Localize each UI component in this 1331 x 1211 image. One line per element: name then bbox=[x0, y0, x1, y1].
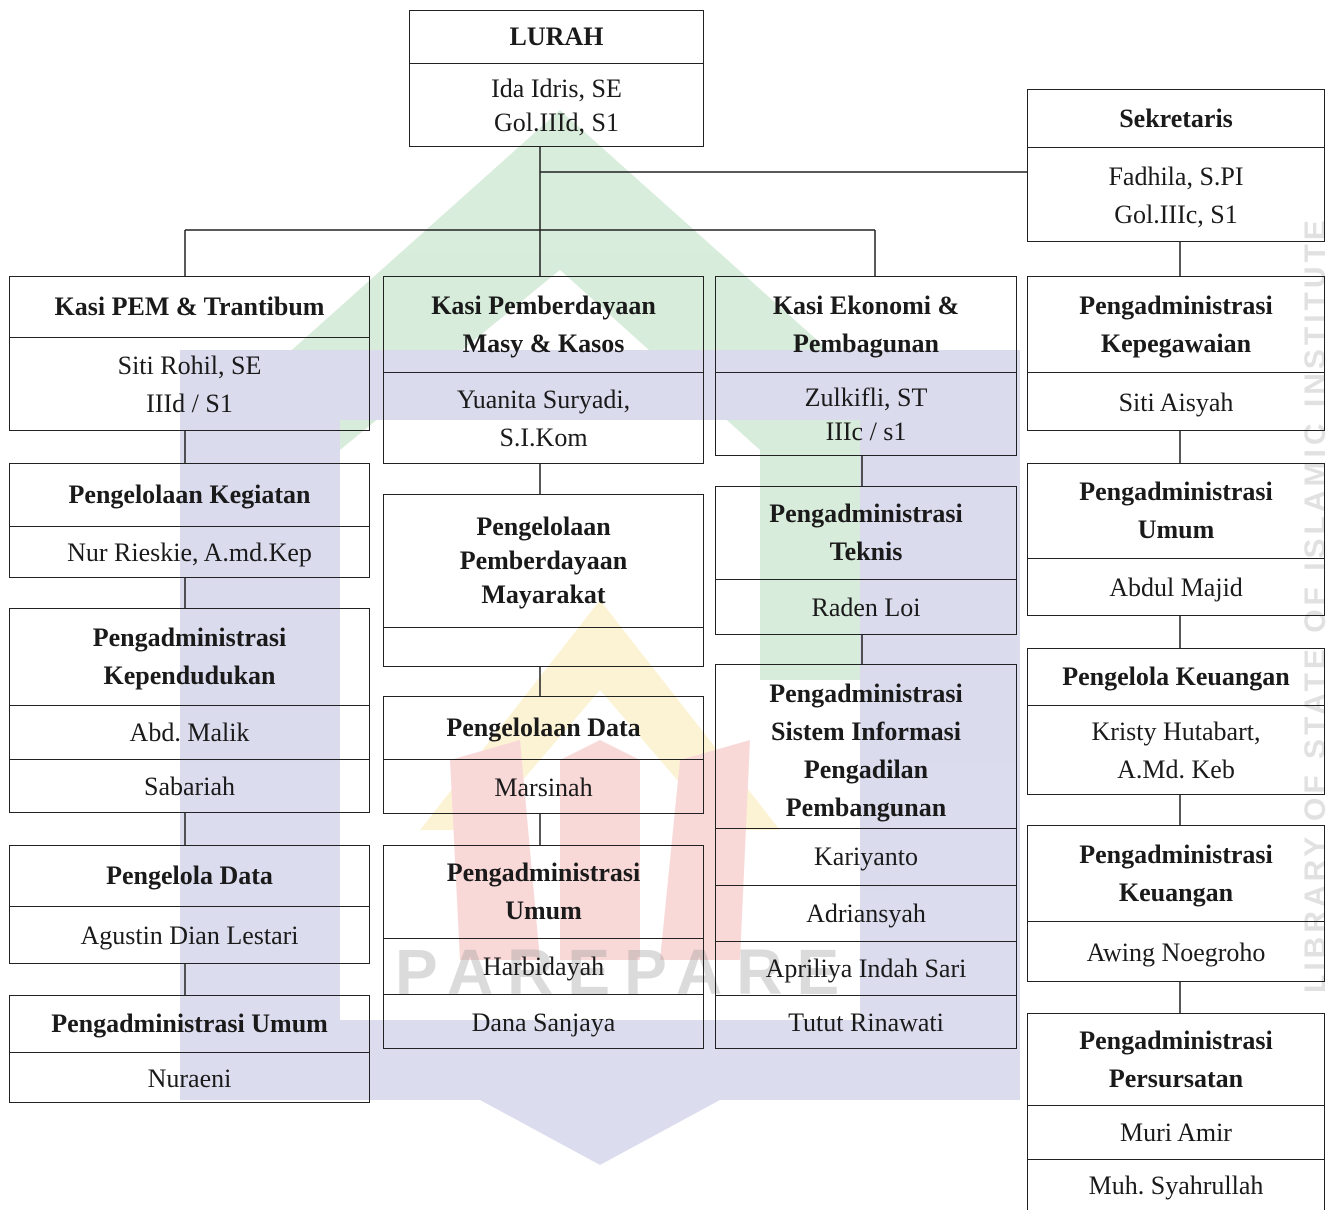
col4-persursatan-title-2: Persursatan bbox=[1108, 1063, 1244, 1093]
col4-kepegawaian-box: Pengadministrasi Kepegawaian Siti Aisyah bbox=[1027, 276, 1325, 431]
col2-kasi-box: Kasi Pemberdayaan Masy & Kasos Yuanita S… bbox=[383, 276, 704, 464]
col4-keuangan-name-2: A.Md. Keb bbox=[1117, 755, 1235, 784]
col2-umum-name-2: Dana Sanjaya bbox=[384, 994, 703, 1050]
col2-data-name: Marsinah bbox=[384, 759, 703, 815]
col1-data-box: Pengelola Data Agustin Dian Lestari bbox=[9, 845, 370, 964]
col2-umum-title-2: Umum bbox=[505, 896, 582, 925]
col4-adm-keuangan-title-1: Pengadministrasi bbox=[1079, 839, 1273, 869]
col1-kependudukan-name-2: Sabariah bbox=[10, 759, 369, 814]
col4-kepegawaian-name: Siti Aisyah bbox=[1028, 372, 1324, 432]
col4-adm-keuangan-box: Pengadministrasi Keuangan Awing Noegroho bbox=[1027, 825, 1325, 982]
col4-adm-keuangan-title-2: Keuangan bbox=[1118, 877, 1234, 907]
col3-teknis-title-2: Teknis bbox=[829, 537, 903, 566]
sekretaris-title: Sekretaris bbox=[1119, 103, 1233, 133]
col1-umum-box: Pengadministrasi Umum Nuraeni bbox=[9, 995, 370, 1103]
col2-pemberdayaan-title-3: Mayarakat bbox=[481, 580, 606, 609]
col3-sistem-title-2: Sistem Informasi bbox=[771, 717, 961, 746]
col4-persursatan-box: Pengadministrasi Persursatan Muri Amir M… bbox=[1027, 1013, 1325, 1210]
col1-kependudukan-name-1: Abd. Malik bbox=[10, 705, 369, 759]
col2-data-title: Pengelolaan Data bbox=[446, 713, 641, 742]
col3-kasi-name: Zulkifli, ST bbox=[804, 383, 928, 412]
col3-sistem-title-4: Pembangunan bbox=[785, 793, 947, 822]
lurah-name: Ida Idris, SE bbox=[491, 74, 622, 103]
col1-umum-name: Nuraeni bbox=[10, 1052, 369, 1104]
col3-sistem-name-2: Adriansyah bbox=[716, 885, 1016, 941]
col3-sistem-name-4: Tutut Rinawati bbox=[716, 995, 1016, 1050]
col2-kasi-title-2: Masy & Kasos bbox=[462, 328, 625, 358]
col3-sistem-name-1: Kariyanto bbox=[716, 828, 1016, 885]
col2-data-box: Pengelolaan Data Marsinah bbox=[383, 696, 704, 814]
lurah-rank: Gol.IIId, S1 bbox=[494, 108, 619, 137]
col1-kasi-name: Siti Rohil, SE bbox=[117, 351, 262, 380]
col1-umum-title: Pengadministrasi Umum bbox=[51, 1009, 328, 1038]
col3-sistem-title-3: Pengadilan bbox=[803, 755, 929, 784]
col4-keuangan-title: Pengelola Keuangan bbox=[1062, 662, 1290, 691]
col2-umum-box: Pengadministrasi Umum Harbidayah Dana Sa… bbox=[383, 845, 704, 1049]
sekretaris-rank: Gol.IIIc, S1 bbox=[1114, 199, 1238, 229]
col2-pemberdayaan-title-1: Pengelolaan bbox=[476, 512, 611, 541]
watermark-word: PAREPARE bbox=[395, 936, 854, 1008]
col3-kasi-rank: IIIc / s1 bbox=[825, 417, 907, 446]
col1-kasi-title: Kasi PEM & Trantibum bbox=[54, 292, 325, 321]
col4-umum-name: Abdul Majid bbox=[1028, 558, 1324, 617]
col3-sistem-box: Pengadministrasi Sistem Informasi Pengad… bbox=[715, 664, 1017, 1049]
sekretaris-box: Sekretaris Fadhila, S.PI Gol.IIIc, S1 bbox=[1027, 89, 1325, 242]
col2-pemberdayaan-name bbox=[384, 627, 703, 668]
col1-kependudukan-title-1: Pengadministrasi bbox=[92, 623, 287, 652]
col3-teknis-name: Raden Loi bbox=[716, 579, 1016, 636]
col1-kegiatan-title: Pengelolaan Kegiatan bbox=[68, 480, 311, 509]
watermark-dome bbox=[180, 110, 940, 690]
col3-sistem-name-3: Apriliya Indah Sari bbox=[716, 941, 1016, 995]
col3-kasi-title-1: Kasi Ekonomi & bbox=[772, 290, 960, 320]
col3-sistem-title-1: Pengadministrasi bbox=[769, 679, 963, 708]
col2-kasi-name-1: Yuanita Suryadi, bbox=[456, 385, 631, 414]
col4-umum-box: Pengadministrasi Umum Abdul Majid bbox=[1027, 463, 1325, 616]
col1-kasi-rank: IIId / S1 bbox=[146, 389, 233, 418]
col1-kependudukan-title-2: Kependudukan bbox=[103, 661, 276, 690]
col3-teknis-title-1: Pengadministrasi bbox=[769, 499, 963, 528]
col1-data-title: Pengelola Data bbox=[106, 861, 273, 890]
col2-kasi-title-1: Kasi Pemberdayaan bbox=[431, 290, 656, 320]
col4-kepegawaian-title-2: Kepegawaian bbox=[1100, 328, 1252, 358]
lurah-box: LURAH Ida Idris, SE Gol.IIId, S1 bbox=[409, 10, 704, 147]
col2-umum-name-1: Harbidayah bbox=[384, 938, 703, 994]
col2-kasi-name-2: S.I.Kom bbox=[499, 423, 588, 452]
watermark-book bbox=[450, 740, 750, 960]
col3-kasi-box: Kasi Ekonomi & Pembagunan Zulkifli, ST I… bbox=[715, 276, 1017, 456]
col2-pemberdayaan-title-2: Pemberdayaan bbox=[459, 546, 628, 575]
col4-persursatan-title-1: Pengadministrasi bbox=[1079, 1025, 1273, 1055]
watermark-chevron bbox=[420, 600, 780, 830]
col4-umum-title-1: Pengadministrasi bbox=[1079, 477, 1273, 506]
col2-pemberdayaan-box: Pengelolaan Pemberdayaan Mayarakat bbox=[383, 494, 704, 667]
col3-teknis-box: Pengadministrasi Teknis Raden Loi bbox=[715, 486, 1017, 635]
col4-kepegawaian-title-1: Pengadministrasi bbox=[1079, 290, 1273, 320]
col4-persursatan-name-1: Muri Amir bbox=[1028, 1105, 1324, 1159]
lurah-title: LURAH bbox=[509, 22, 604, 51]
col4-keuangan-name-1: Kristy Hutabart, bbox=[1091, 717, 1261, 746]
col4-adm-keuangan-name: Awing Noegroho bbox=[1028, 921, 1324, 983]
col4-keuangan-box: Pengelola Keuangan Kristy Hutabart, A.Md… bbox=[1027, 648, 1325, 795]
col1-data-name: Agustin Dian Lestari bbox=[10, 906, 369, 965]
col1-kegiatan-box: Pengelolaan Kegiatan Nur Rieskie, A.md.K… bbox=[9, 463, 370, 578]
col1-kependudukan-box: Pengadministrasi Kependudukan Abd. Malik… bbox=[9, 608, 370, 813]
col1-kasi-box: Kasi PEM & Trantibum Siti Rohil, SE IIId… bbox=[9, 276, 370, 431]
sekretaris-name: Fadhila, S.PI bbox=[1108, 161, 1244, 191]
col4-umum-title-2: Umum bbox=[1137, 515, 1215, 544]
col2-umum-title-1: Pengadministrasi bbox=[446, 858, 641, 887]
col3-kasi-title-2: Pembagunan bbox=[793, 328, 939, 358]
col4-persursatan-name-2: Muh. Syahrullah bbox=[1028, 1159, 1324, 1211]
watermark-frame bbox=[180, 350, 1020, 1165]
col1-kegiatan-name: Nur Rieskie, A.md.Kep bbox=[10, 526, 369, 579]
